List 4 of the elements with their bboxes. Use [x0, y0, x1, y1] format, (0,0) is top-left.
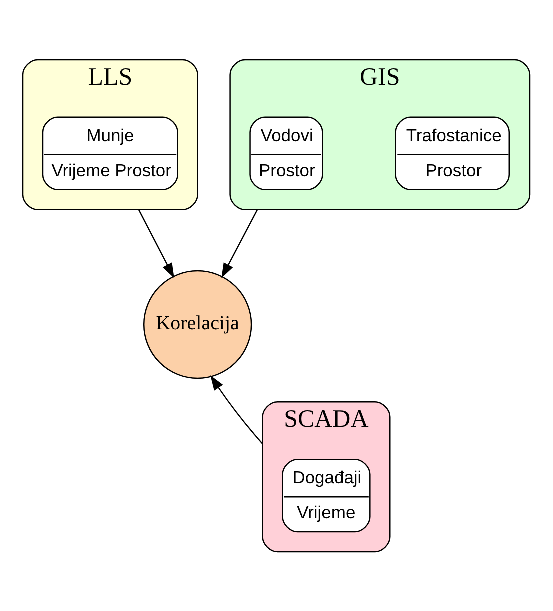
arrow	[138, 209, 174, 278]
arrow	[222, 209, 258, 278]
node-circle: Korelacija	[143, 270, 252, 379]
arrow	[210, 374, 264, 444]
